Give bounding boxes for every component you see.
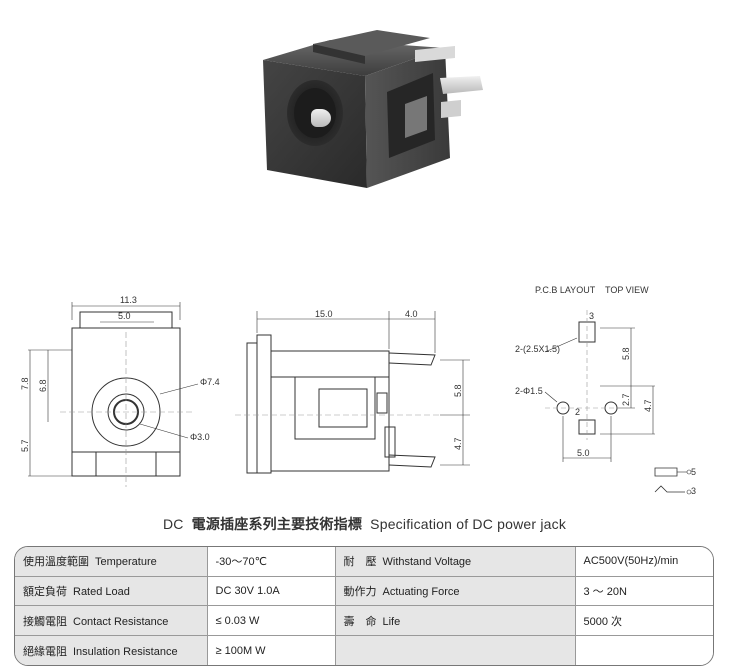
dim-lower: 4.7 — [453, 437, 463, 450]
dim-bottom: 5.0 — [577, 448, 590, 458]
spec-title-en: Specification of DC power jack — [370, 516, 567, 532]
side-view-drawing: 15.0 4.0 5.8 4.7 — [235, 309, 470, 474]
dim-height-upper: 7.8 — [20, 377, 30, 390]
dim-pin: 4.0 — [405, 309, 418, 319]
dim-vertical: 5.8 — [621, 347, 631, 360]
legend-pin3: 3 — [691, 486, 696, 496]
spec-title-prefix: DC — [162, 516, 184, 532]
dim-inner: 5.0 — [118, 311, 131, 321]
spec-value-left: ≤ 0.03 W — [207, 605, 336, 637]
spec-value-right: 3 ～ 20N — [575, 576, 713, 607]
pad2-label: 2 — [575, 407, 580, 417]
dim-height-lower: 5.7 — [20, 439, 30, 452]
dia-outer: Φ7.4 — [200, 377, 220, 387]
spec-value-left: DC 30V 1.0A — [207, 576, 336, 607]
hole-label: 2-Φ1.5 — [515, 386, 543, 396]
dim-height-inner: 6.8 — [38, 379, 48, 392]
pad-size-label: 2-(2.5X1.5) — [515, 344, 560, 354]
dia-inner: Φ3.0 — [190, 432, 210, 442]
legend-pin5: 5 — [691, 467, 696, 477]
pcb-layout-drawing: P.C.B LAYOUT TOP VIEW 3 2-(2.5X1.5) 2-Φ1… — [515, 285, 696, 496]
spec-title-cn: 電源插座系列主要技術指標 — [191, 516, 363, 532]
front-top-ridge — [79, 311, 173, 329]
front-view-drawing: 11.3 5.0 Φ7.4 Φ3.0 7.8 6.8 5.7 — [20, 295, 220, 487]
dim-width: 11.3 — [120, 295, 137, 305]
spec-label-right — [335, 635, 576, 665]
spec-title: DC 電源插座系列主要技術指標 Specification of DC powe… — [0, 514, 729, 534]
pad3-label: 3 — [589, 311, 594, 321]
pcb-layout-label: P.C.B LAYOUT — [535, 285, 596, 295]
spec-value-right: AC500V(50Hz)/min — [575, 547, 713, 577]
dim-upper: 5.8 — [453, 384, 463, 397]
spec-value-right — [575, 635, 713, 665]
spec-value-left: ≥ 100M W — [207, 635, 336, 665]
dim-length: 15.0 — [315, 309, 333, 319]
dim-small: 2.7 — [621, 393, 631, 406]
top-view-label: TOP VIEW — [605, 285, 649, 295]
dim-right: 4.7 — [643, 399, 653, 412]
product-render — [263, 30, 483, 188]
spec-value-right: 5000 次 — [575, 605, 713, 637]
spec-value-left: -30～70℃ — [207, 547, 336, 577]
